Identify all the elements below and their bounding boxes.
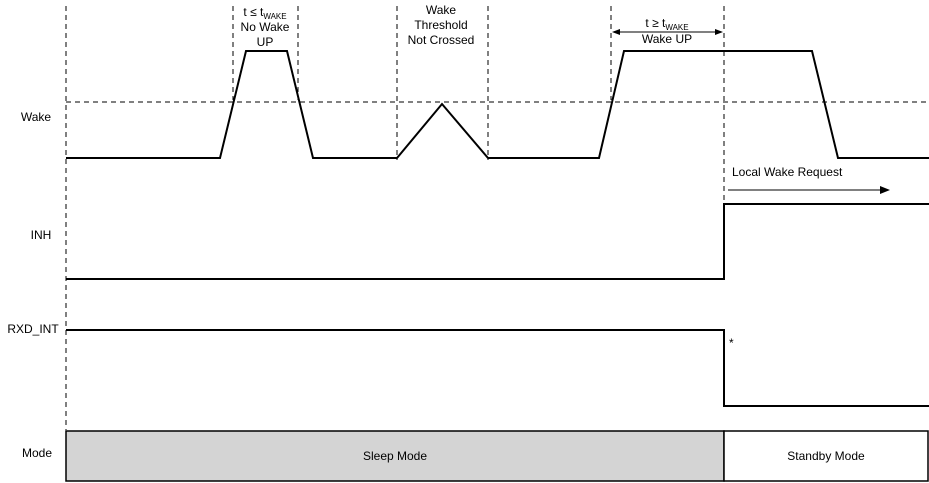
- threshold-annotation: Wake Threshold Not Crossed: [408, 3, 475, 47]
- rxd-int-waveform: [66, 329, 929, 407]
- sleep-mode-label: Sleep Mode: [363, 449, 427, 463]
- short-pulse-line2: No Wake: [241, 20, 290, 34]
- wake-waveform: [66, 50, 929, 159]
- long-pulse-time-label: t ≥ tWAKE: [645, 16, 688, 32]
- threshold-line3: Not Crossed: [408, 33, 475, 47]
- sleep-mode-bar: [65, 430, 725, 482]
- standby-mode-label: Standby Mode: [787, 449, 865, 463]
- standby-mode-bar: [723, 430, 929, 482]
- signal-label-rxd-int: RXD_INT: [7, 322, 59, 336]
- signal-label-inh: INH: [31, 228, 52, 242]
- local-wake-request-arrow-head: [880, 186, 890, 194]
- signal-label-wake: Wake: [21, 110, 52, 124]
- signal-label-mode: Mode: [22, 446, 52, 460]
- threshold-line1: Wake: [426, 3, 457, 17]
- local-wake-request-label: Local Wake Request: [732, 165, 843, 179]
- inh-waveform: [66, 203, 929, 280]
- long-pulse-annotation: t ≥ tWAKE Wake UP: [612, 16, 723, 46]
- threshold-line2: Threshold: [414, 18, 467, 32]
- rxd-int-asterisk: *: [729, 336, 734, 350]
- duration-arrow-left-head: [612, 29, 620, 35]
- guide-lines: [65, 6, 725, 430]
- long-pulse-line2: Wake UP: [642, 32, 692, 46]
- short-pulse-line3: UP: [257, 35, 274, 49]
- short-pulse-time-label: t ≤ tWAKE: [243, 5, 286, 21]
- local-wake-request-annotation: Local Wake Request: [728, 165, 890, 194]
- short-pulse-annotation: t ≤ tWAKE No Wake UP: [241, 5, 290, 49]
- duration-arrow-right-head: [715, 29, 723, 35]
